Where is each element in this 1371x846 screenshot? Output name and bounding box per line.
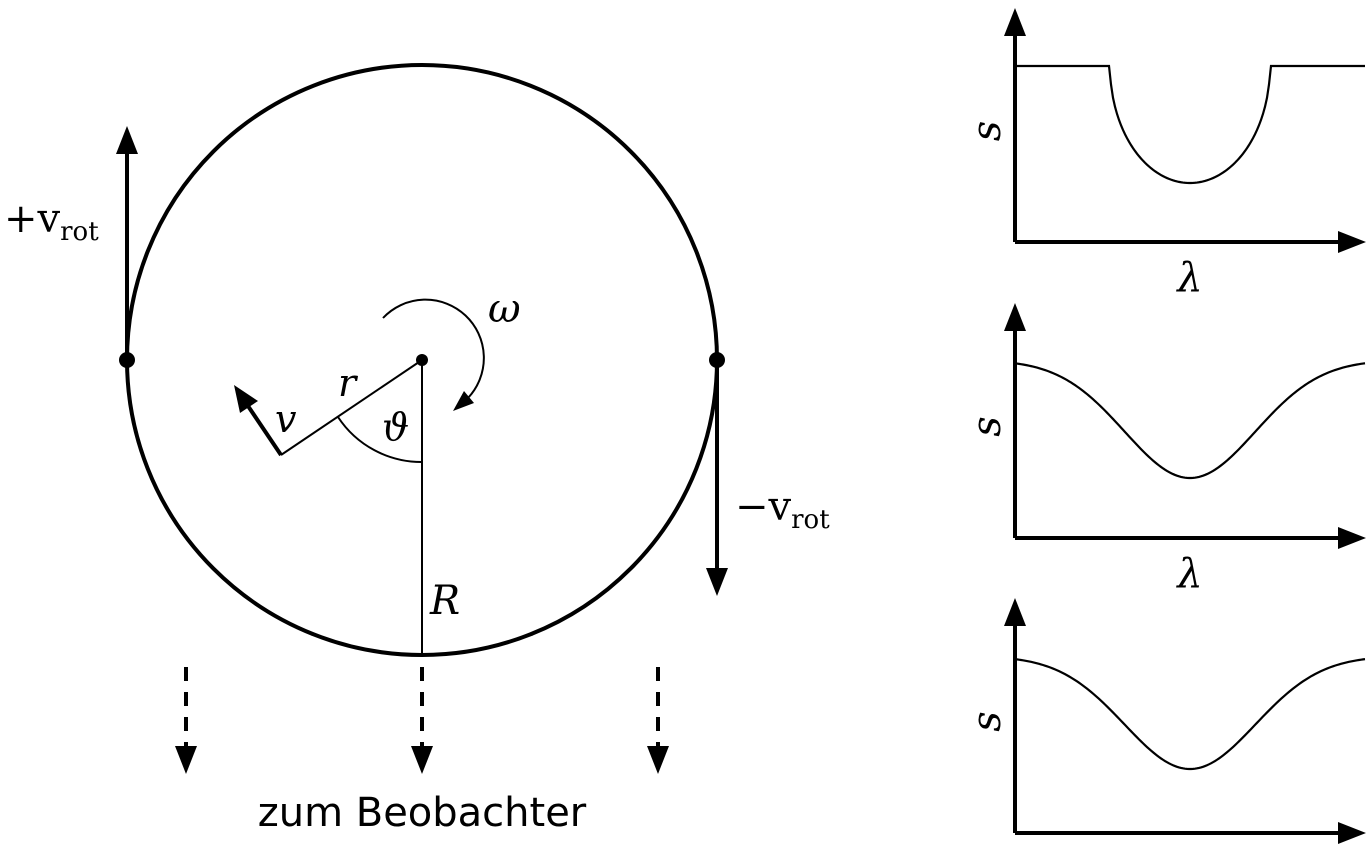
x-axis-label: λ bbox=[1175, 551, 1202, 597]
y-axis-arrow-head bbox=[1004, 303, 1026, 331]
omega-label: ω bbox=[488, 286, 521, 332]
radius-R-label: R bbox=[429, 578, 460, 624]
velocity-v-arrow-shaft bbox=[244, 401, 283, 457]
omega-arrow-head bbox=[453, 391, 474, 411]
minus-vrot-arrow-head bbox=[706, 568, 728, 596]
observer-arrow-left-head bbox=[175, 746, 197, 774]
observer-arrow-right-head bbox=[647, 746, 669, 774]
line-profile-plot-1: sλ bbox=[964, 8, 1366, 301]
omega-rotation-arc bbox=[382, 298, 485, 399]
y-axis-label: s bbox=[964, 711, 1010, 732]
x-axis-arrow-head bbox=[1338, 822, 1366, 844]
y-axis-label: s bbox=[964, 121, 1010, 142]
line-profile-curve bbox=[1014, 658, 1366, 771]
observer-arrows bbox=[175, 667, 669, 774]
line-profile-curve bbox=[1015, 64, 1365, 185]
minus-vrot-label: −vrot bbox=[735, 484, 830, 535]
radius-r-line bbox=[280, 359, 423, 456]
x-axis-arrow-head bbox=[1338, 231, 1366, 253]
y-axis-arrow-head bbox=[1004, 8, 1026, 36]
plus-vrot-label: +vrot bbox=[4, 196, 99, 247]
x-axis-arrow-head bbox=[1338, 527, 1366, 549]
line-profile-plot-3: s bbox=[964, 598, 1366, 844]
star-diagram: +vrot −vrot R r v ϑ ω bbox=[4, 63, 830, 836]
line-profile-curve bbox=[1014, 362, 1366, 480]
y-axis-arrow-head bbox=[1004, 598, 1026, 626]
x-axis-label: λ bbox=[1175, 255, 1202, 301]
theta-angle-arc bbox=[337, 416, 423, 464]
radius-r-label: r bbox=[338, 361, 359, 405]
observer-arrow-center-head bbox=[411, 746, 433, 774]
y-axis-label: s bbox=[964, 416, 1010, 437]
velocity-v-arrow-head bbox=[234, 385, 258, 413]
observer-label: zum Beobachter bbox=[258, 790, 587, 836]
line-profile-plot-2: sλ bbox=[964, 303, 1366, 597]
theta-label: ϑ bbox=[382, 405, 409, 449]
plus-vrot-arrow-head bbox=[116, 126, 138, 154]
velocity-v-label: v bbox=[275, 397, 297, 441]
